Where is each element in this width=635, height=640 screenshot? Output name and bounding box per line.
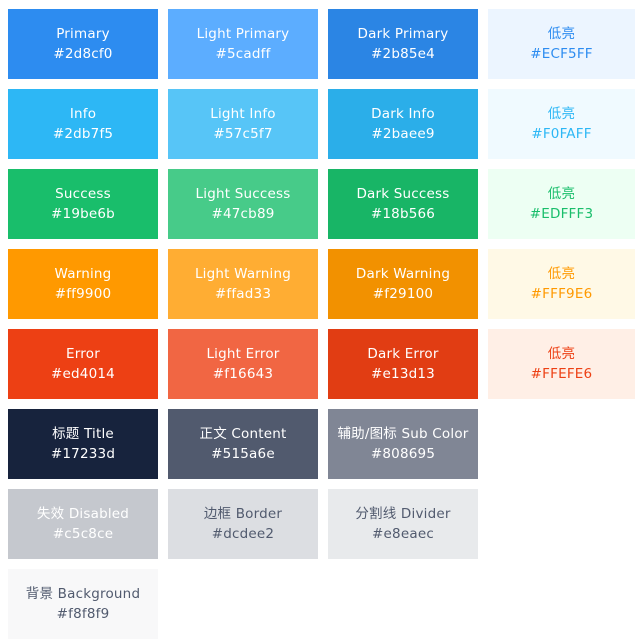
- color-hex-value: #f8f8f9: [56, 606, 110, 622]
- color-label: 标题 Title: [52, 426, 114, 442]
- color-label: Light Success: [195, 186, 291, 202]
- color-label: Light Info: [210, 106, 276, 122]
- color-label: 失效 Disabled: [36, 506, 130, 522]
- color-label: Light Warning: [194, 266, 292, 282]
- color-hex-value: #5cadff: [215, 46, 271, 62]
- color-hex-value: #808695: [370, 446, 436, 462]
- color-label: 低亮: [547, 26, 576, 42]
- palette-row: 失效 Disabled #c5c8ce 边框 Border #dcdee2 分割线 Di…: [8, 489, 635, 559]
- color-hex-value: #EDFFF3: [529, 206, 594, 222]
- color-hex-value: #f29100: [372, 286, 434, 302]
- color-tile-dark-primary: Dark Primary #2b85e4: [328, 9, 478, 79]
- color-label: 背景 Background: [25, 586, 141, 602]
- color-hex-value: #e8eaec: [372, 526, 434, 542]
- color-tile-dark-warning: Dark Warning #f29100: [328, 249, 478, 319]
- color-tile-sub-color: 辅助/图标 Sub Color #808695: [328, 409, 478, 479]
- color-tile-primary: Primary #2d8cf0: [8, 9, 158, 79]
- color-tile-dark-success: Dark Success #18b566: [328, 169, 478, 239]
- color-label: Dark Error: [367, 346, 439, 362]
- color-label: 分割线 Divider: [355, 506, 451, 522]
- color-hex-value: #F0FAFF: [531, 126, 592, 142]
- palette-row: 标题 Title #17233d 正文 Content #515a6e 辅助/图标 Su…: [8, 409, 635, 479]
- color-label: Success: [55, 186, 111, 202]
- color-tile-dark-info: Dark Info #2baee9: [328, 89, 478, 159]
- color-hex-value: #dcdee2: [211, 526, 275, 542]
- palette-row: Info #2db7f5 Light Info #57c5f7 Dark Info #2b…: [8, 89, 635, 159]
- color-hex-value: #ed4014: [51, 366, 115, 382]
- color-tile-light-primary: Light Primary #5cadff: [168, 9, 318, 79]
- color-hex-value: #ECF5FF: [530, 46, 593, 62]
- color-hex-value: #18b566: [370, 206, 436, 222]
- palette-row: Success #19be6b Light Success #47cb89 Dark S…: [8, 169, 635, 239]
- color-tile-warning: Warning #ff9900: [8, 249, 158, 319]
- color-hex-value: #e13d13: [371, 366, 435, 382]
- color-hex-value: #19be6b: [51, 206, 115, 222]
- color-label: 边框 Border: [203, 506, 283, 522]
- color-tile-dark-error: Dark Error #e13d13: [328, 329, 478, 399]
- palette-row: Warning #ff9900 Light Warning #ffad33 Dark W…: [8, 249, 635, 319]
- color-tile-light-warning: Light Warning #ffad33: [168, 249, 318, 319]
- color-label: 低亮: [547, 186, 576, 202]
- palette-row: 背景 Background #f8f8f9: [8, 569, 635, 639]
- color-tile-divider: 分割线 Divider #e8eaec: [328, 489, 478, 559]
- color-hex-value: #2db7f5: [52, 126, 114, 142]
- color-tile-title: 标题 Title #17233d: [8, 409, 158, 479]
- color-hex-value: #47cb89: [211, 206, 275, 222]
- color-tile-border: 边框 Border #dcdee2: [168, 489, 318, 559]
- color-hex-value: #f16643: [212, 366, 274, 382]
- color-label: Dark Primary: [357, 26, 449, 42]
- color-hex-value: #57c5f7: [213, 126, 273, 142]
- color-tile-background: 背景 Background #f8f8f9: [8, 569, 158, 639]
- color-tile-light-error: Light Error #f16643: [168, 329, 318, 399]
- color-hex-value: #2baee9: [371, 126, 435, 142]
- palette-row: Error #ed4014 Light Error #f16643 Dark Error…: [8, 329, 635, 399]
- palette-row: Primary #2d8cf0 Light Primary #5cadff Dark P…: [8, 9, 635, 79]
- color-tile-content: 正文 Content #515a6e: [168, 409, 318, 479]
- color-label: 低亮: [547, 346, 576, 362]
- color-label: Warning: [54, 266, 112, 282]
- color-tile-disabled: 失效 Disabled #c5c8ce: [8, 489, 158, 559]
- color-label: Dark Warning: [355, 266, 451, 282]
- color-hex-value: #ffad33: [214, 286, 272, 302]
- color-hex-value: #FFF9E6: [530, 286, 593, 302]
- color-label: Dark Success: [356, 186, 450, 202]
- color-label: 低亮: [547, 106, 576, 122]
- color-tile-warning-lowlight: 低亮 #FFF9E6: [488, 249, 635, 319]
- color-label: Primary: [56, 26, 110, 42]
- color-hex-value: #515a6e: [211, 446, 275, 462]
- color-tile-light-success: Light Success #47cb89: [168, 169, 318, 239]
- color-label: Light Error: [206, 346, 280, 362]
- color-tile-error-lowlight: 低亮 #FFEFE6: [488, 329, 635, 399]
- color-tile-success: Success #19be6b: [8, 169, 158, 239]
- color-hex-value: #2d8cf0: [53, 46, 113, 62]
- color-tile-info-lowlight: 低亮 #F0FAFF: [488, 89, 635, 159]
- color-label: Light Primary: [196, 26, 290, 42]
- color-label: Error: [66, 346, 100, 362]
- color-label: 辅助/图标 Sub Color: [337, 426, 469, 442]
- color-hex-value: #ff9900: [54, 286, 112, 302]
- color-label: 正文 Content: [199, 426, 287, 442]
- color-tile-success-lowlight: 低亮 #EDFFF3: [488, 169, 635, 239]
- color-tile-info: Info #2db7f5: [8, 89, 158, 159]
- color-label: Info: [69, 106, 97, 122]
- color-hex-value: #2b85e4: [371, 46, 435, 62]
- color-label: Dark Info: [371, 106, 435, 122]
- color-tile-error: Error #ed4014: [8, 329, 158, 399]
- color-hex-value: #FFEFE6: [530, 366, 593, 382]
- color-hex-value: #c5c8ce: [52, 526, 114, 542]
- color-tile-light-info: Light Info #57c5f7: [168, 89, 318, 159]
- color-hex-value: #17233d: [50, 446, 116, 462]
- color-tile-primary-lowlight: 低亮 #ECF5FF: [488, 9, 635, 79]
- color-label: 低亮: [547, 266, 576, 282]
